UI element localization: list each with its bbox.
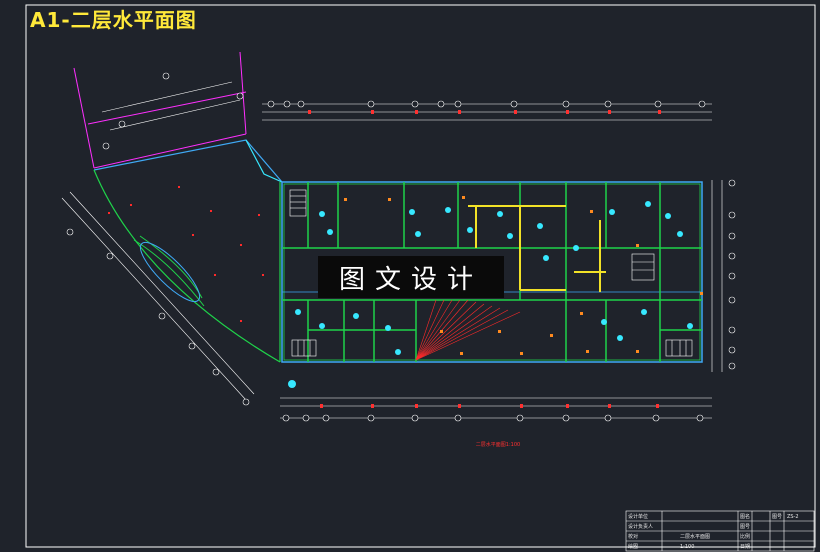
- slanted-dim-top: [101, 72, 244, 150]
- top-dimension-line: [262, 100, 712, 121]
- watermark: 图文设计: [318, 256, 504, 298]
- svg-text:ZS-2: ZS-2: [787, 514, 799, 520]
- drawing-caption: 二层水平面图1:100: [476, 441, 520, 448]
- svg-text:绘图: 绘图: [628, 543, 638, 550]
- ramp-lens: [133, 235, 205, 307]
- left-slanted-dimension: [61, 191, 255, 406]
- svg-text:图名: 图名: [740, 513, 750, 520]
- annex-outline: [93, 139, 283, 363]
- svg-text:图号: 图号: [740, 524, 750, 530]
- svg-text:设计负责人: 设计负责人: [628, 523, 653, 530]
- svg-text:1:100: 1:100: [680, 544, 694, 550]
- yellow-walls: [468, 205, 606, 292]
- bottom-dimension-ticks: [320, 404, 659, 408]
- column-markers: [344, 196, 703, 355]
- sheet-frame: [25, 4, 816, 548]
- title-block-text: 设计单位 图名 设计负责人 图号 校对 二层水平面图 比例 绘图 1:100 日…: [628, 513, 799, 550]
- svg-text:校对: 校对: [628, 533, 638, 540]
- bottom-dimension-line: [280, 397, 712, 422]
- svg-text:图号: 图号: [772, 514, 782, 520]
- stairs: [289, 189, 693, 357]
- room-fixtures: [288, 201, 693, 388]
- top-dimension-ticks: [308, 110, 661, 114]
- title-block: [625, 510, 815, 552]
- annex-markers: [108, 186, 264, 322]
- svg-text:日期: 日期: [740, 544, 750, 550]
- red-fan: [415, 299, 521, 361]
- sheet-title: A1-二层水平面图: [30, 8, 197, 32]
- property-boundary: [73, 51, 247, 169]
- svg-text:比例: 比例: [740, 533, 750, 540]
- right-dimension-line: [711, 179, 736, 372]
- svg-text:二层水平面图: 二层水平面图: [680, 533, 710, 540]
- svg-text:设计单位: 设计单位: [628, 513, 648, 520]
